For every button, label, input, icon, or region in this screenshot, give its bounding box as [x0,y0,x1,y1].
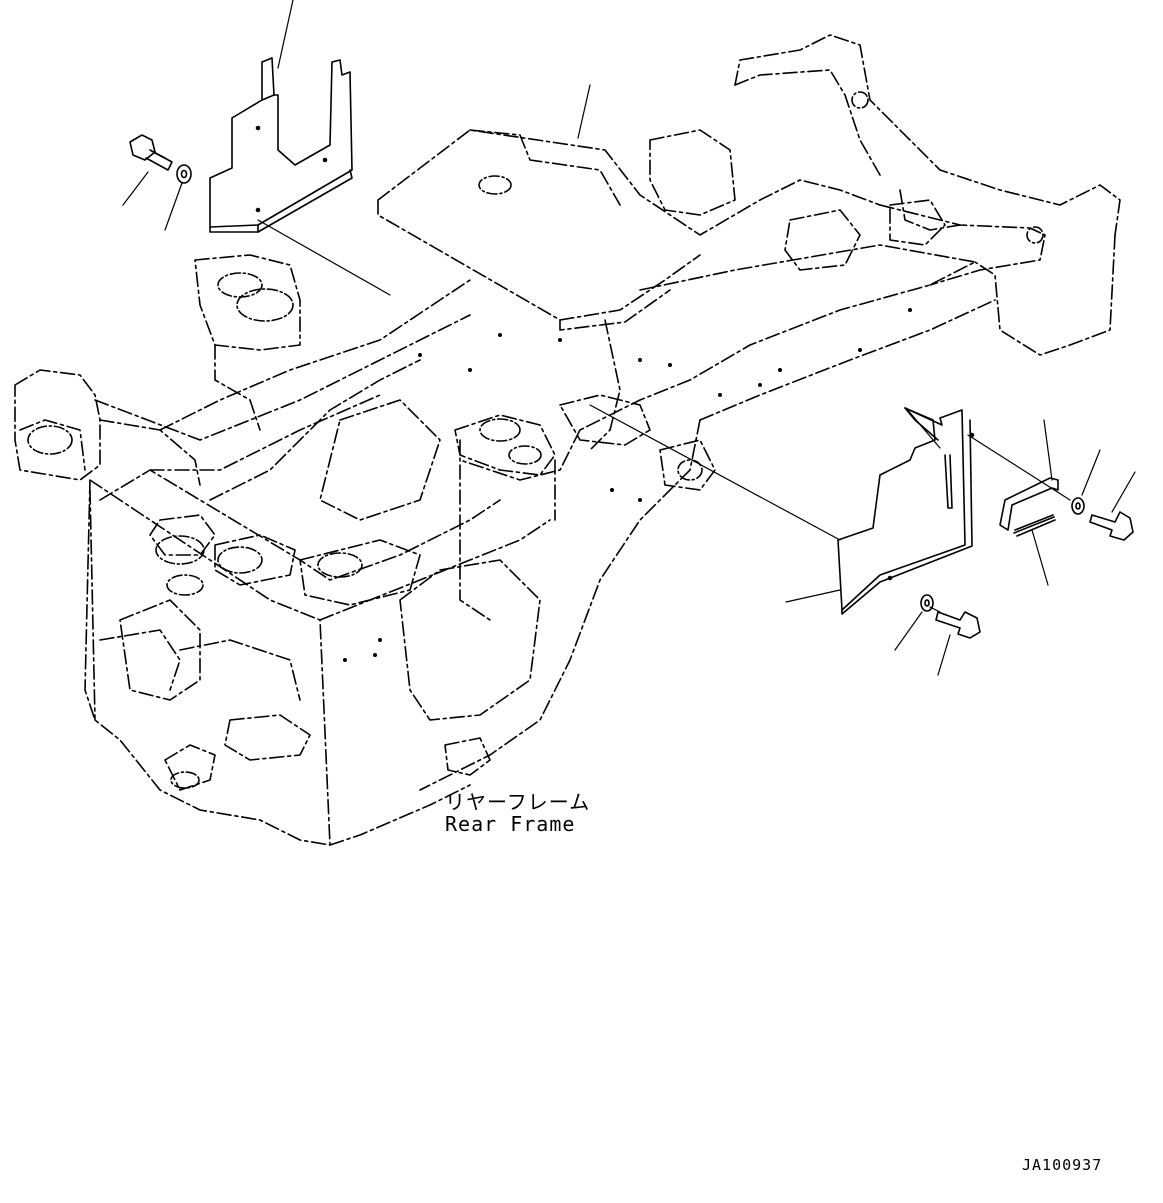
lower-right-washer [1071,497,1085,515]
lower-washer [920,594,934,612]
drawing-code: JA100937 [1022,1156,1103,1174]
frame-bosses [27,91,1044,789]
upper-washer [176,164,192,184]
leader-lines [122,0,1136,676]
part-label-japanese: リヤーフレーム [445,790,591,814]
lower-cover-plate [837,407,975,615]
lower-bolt [935,611,981,639]
upper-bolt [129,134,173,171]
lower-right-bolt [1089,511,1134,541]
seal-bracket [999,477,1059,537]
rear-frame [14,34,1121,846]
frame-dots [343,308,912,662]
upper-cover-plate [209,57,353,233]
part-label-english: Rear Frame [445,812,576,836]
